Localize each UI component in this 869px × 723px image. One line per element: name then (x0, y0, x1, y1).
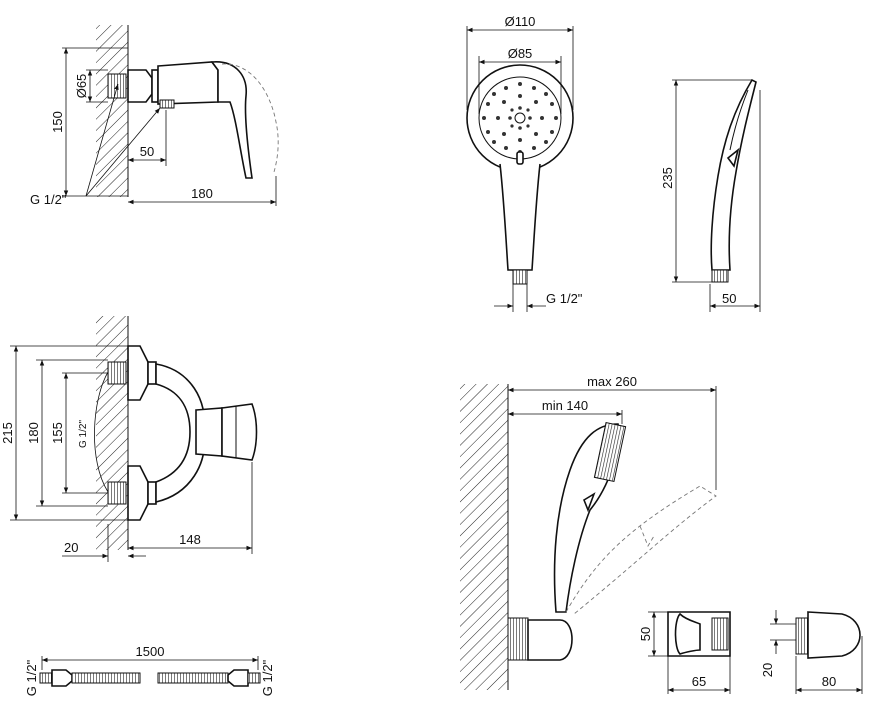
hose-view: 1500 G 1/2" G 1/2" (24, 644, 275, 696)
mixer-thread-label: G 1/2" (30, 192, 67, 207)
hose-thread-left-label: G 1/2" (24, 659, 39, 696)
mixer-wall-label: 20 (64, 540, 78, 555)
handshower-front-view: Ø110 Ø85 G 1/2" (466, 14, 583, 312)
spray-nozzles (482, 82, 558, 154)
mixer-depth-label: 148 (179, 532, 201, 547)
holder-front-height-label: 50 (638, 627, 653, 641)
handshower-width-label: 50 (722, 291, 736, 306)
handshower-outer-label: Ø110 (505, 14, 536, 29)
hose-thread-right-label: G 1/2" (260, 659, 275, 696)
handshower-side-view: 235 50 (660, 78, 761, 312)
mixer-offset-label: 50 (140, 144, 154, 159)
mixer-top-view: 215 180 155 G 1/2" 20 148 (0, 316, 258, 562)
holder-side-height-label: 20 (760, 663, 775, 677)
holder-side-width-label: 80 (822, 674, 836, 689)
mixer-inner-label: 155 (50, 422, 65, 444)
mixer-side-view: 150 Ø65 50 180 G 1/2" (30, 25, 279, 207)
hose-length-label: 1500 (136, 644, 165, 659)
mixer-height-label: 150 (50, 111, 65, 133)
holder-min-label: min 140 (542, 398, 588, 413)
mixer-mid-label: 180 (26, 422, 41, 444)
mixer-diameter-label: Ø65 (74, 74, 89, 99)
holder-front-view: 50 65 (638, 611, 731, 694)
holder-wall-view: max 260 min 140 (460, 374, 717, 690)
holder-side-view: 20 80 (760, 610, 863, 694)
handshower-inner-label: Ø85 (508, 46, 533, 61)
mixer-total-label: 215 (0, 422, 15, 444)
mixer-length-label: 180 (191, 186, 213, 201)
mixer-top-thread-label: G 1/2" (78, 420, 89, 448)
holder-max-label: max 260 (587, 374, 637, 389)
holder-front-width-label: 65 (692, 674, 706, 689)
handshower-thread-label: G 1/2" (546, 291, 583, 306)
handshower-length-label: 235 (660, 167, 675, 189)
